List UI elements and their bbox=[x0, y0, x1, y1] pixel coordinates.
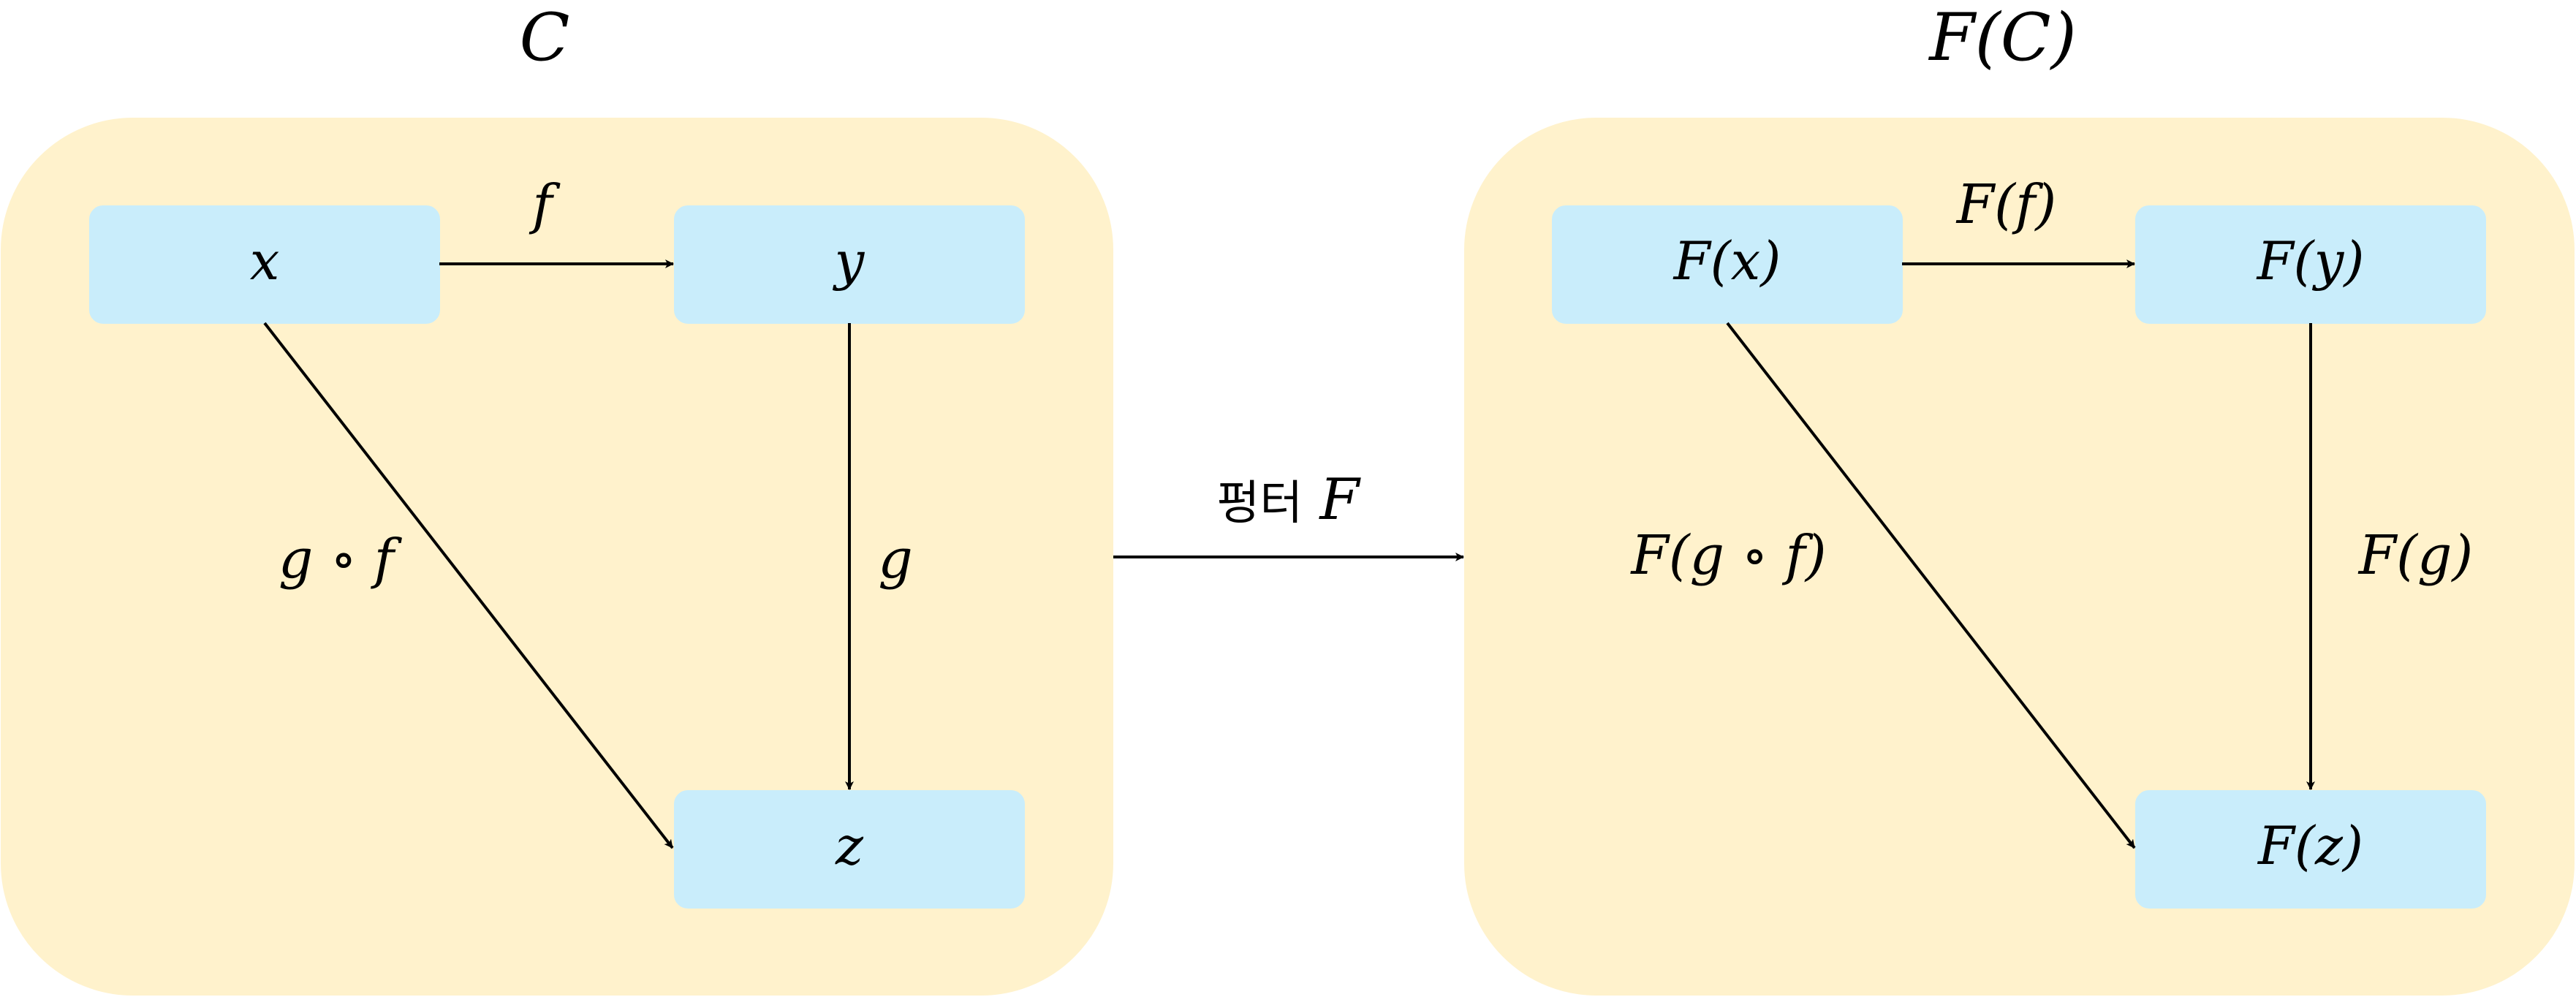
functor-label-prefix: 펑터 bbox=[1217, 477, 1303, 531]
title-category-fc: F(C) bbox=[1928, 0, 2077, 76]
node-fx-label: F(x) bbox=[1672, 230, 1781, 292]
title-category-c: C bbox=[520, 0, 570, 76]
functor-label-symbol: F bbox=[1318, 467, 1361, 533]
edge-fg-compose-f-arrow bbox=[1726, 322, 2136, 849]
edge-fg-label: F(g) bbox=[2357, 524, 2473, 587]
edge-g-compose-f-arrow bbox=[263, 322, 674, 849]
edge-ff-label: F(f) bbox=[1955, 173, 2056, 236]
edge-g-label: g bbox=[878, 528, 912, 591]
category-fc-panel bbox=[1464, 118, 2575, 996]
node-fz-label: F(z) bbox=[2257, 815, 2363, 876]
node-fz-box[interactable] bbox=[2135, 790, 2486, 909]
edge-g-compose-f-label: g ∘ f bbox=[279, 528, 403, 591]
node-z-box[interactable] bbox=[674, 790, 1025, 909]
node-x-label: x bbox=[250, 230, 280, 292]
node-y-label: y bbox=[833, 230, 865, 292]
category-c-panel bbox=[1, 118, 1113, 996]
node-z-label: z bbox=[835, 815, 864, 876]
node-fy-label: F(y) bbox=[2256, 230, 2365, 292]
functor-label: 펑터 F bbox=[1217, 467, 1362, 533]
edge-fg-compose-f-label: F(g ∘ f) bbox=[1629, 524, 1826, 587]
